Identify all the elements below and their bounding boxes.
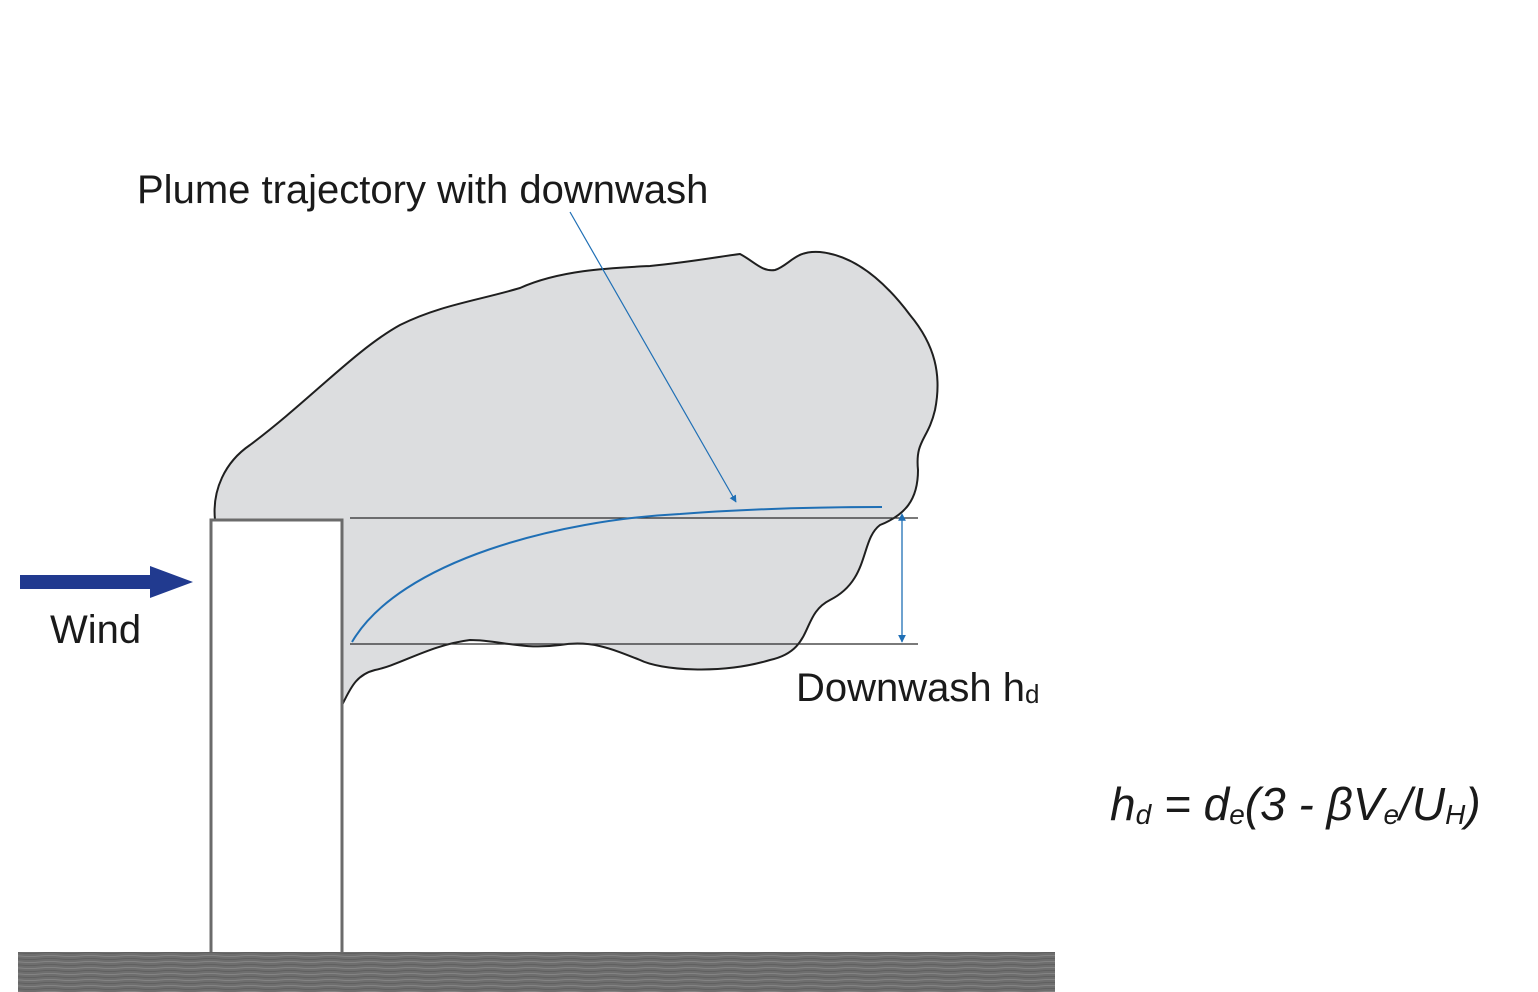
formula-eq-d: = d — [1151, 778, 1230, 830]
plume-trajectory-label: Plume trajectory with downwash — [137, 168, 708, 212]
formula-slash-u: /U — [1396, 778, 1446, 830]
downwash-label-sub: d — [1025, 679, 1039, 709]
downwash-label: Downwash hd — [796, 666, 1039, 710]
downwash-formula: hd = de(3 - βVe/UH) — [1110, 778, 1481, 830]
wind-label: Wind — [50, 608, 141, 652]
stack — [209, 518, 344, 957]
formula-d-sub: e — [1229, 799, 1245, 830]
formula-close: ) — [1460, 778, 1480, 830]
formula-v-sub: e — [1384, 799, 1400, 830]
trajectory-leader-line — [569, 211, 737, 503]
formula-h-sub: d — [1136, 799, 1153, 830]
formula-middle: (3 - βV — [1245, 778, 1388, 830]
downwash-label-main: Downwash h — [796, 666, 1025, 710]
plume-trajectory-curve — [351, 506, 883, 643]
formula-h: h — [1110, 778, 1136, 830]
formula-u-sub: H — [1445, 799, 1466, 830]
ground — [18, 952, 1055, 992]
wind-arrow-icon — [20, 566, 193, 598]
plume-cloud — [213, 250, 939, 706]
